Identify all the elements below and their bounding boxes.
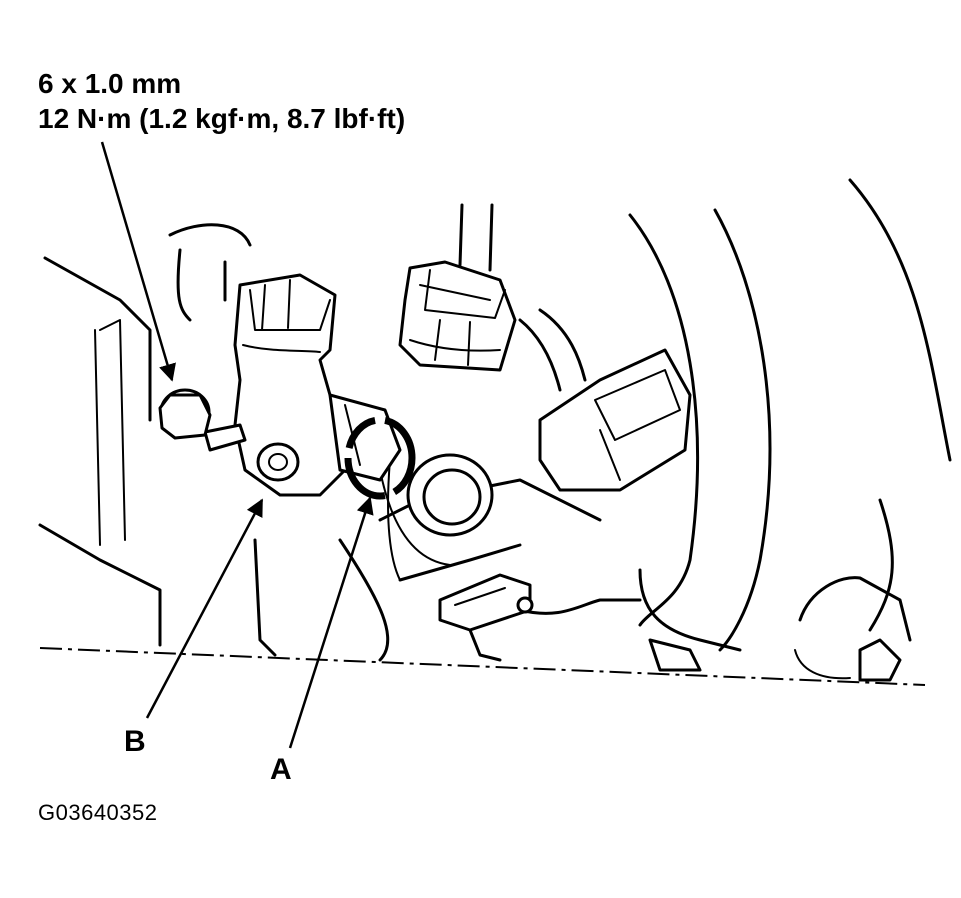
wire-harness <box>458 203 494 272</box>
callout-a-leader-arrow <box>288 496 374 749</box>
hose-clamp <box>794 576 912 682</box>
bolt-size-label: 6 x 1.0 mm <box>38 68 182 99</box>
mounting-bolt <box>158 388 247 452</box>
callout-b-leader-arrow <box>145 498 264 719</box>
torque-spec-label: 12 N·m (1.2 kgf·m, 8.7 lbf·ft) <box>38 103 406 134</box>
crankshaft-position-sensor <box>233 273 402 497</box>
sensor-bore <box>379 453 494 566</box>
callout-label-a: A <box>270 753 292 786</box>
engine-block <box>38 223 602 662</box>
side-connector <box>518 308 692 492</box>
reference-line <box>39 647 926 686</box>
harness-connector <box>398 260 517 372</box>
coolant-hose <box>628 178 952 652</box>
bolt-leader-arrow <box>100 141 176 382</box>
figure-code: G03640352 <box>38 800 158 825</box>
o-ring <box>344 416 416 500</box>
mounting-bracket <box>438 573 702 672</box>
callout-label-b: B <box>124 725 146 758</box>
